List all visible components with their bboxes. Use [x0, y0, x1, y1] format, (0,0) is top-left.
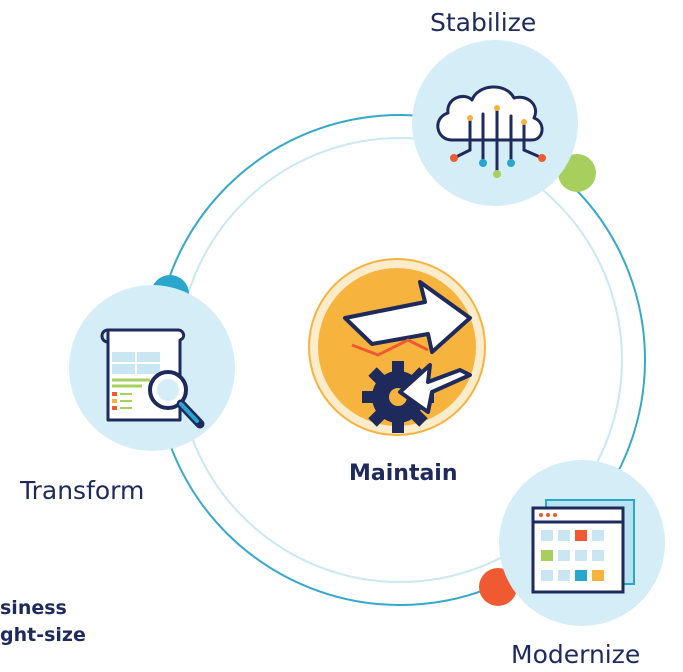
- green-dot: [558, 154, 596, 192]
- stabilize-label: Stabilize: [430, 8, 537, 37]
- cloud-network-icon: [436, 85, 544, 174]
- calendar-grid-icon: [531, 499, 635, 594]
- gear-arrows-icon: [343, 280, 472, 433]
- document-magnifier-icon: [100, 328, 205, 429]
- modernize-label: Modernize: [511, 640, 641, 669]
- modernize-node: [499, 460, 665, 626]
- transform-node: [69, 285, 235, 451]
- partial-caption-text: siness ght-size: [0, 597, 86, 646]
- center-hub: [308, 258, 486, 436]
- transform-label: Transform: [20, 476, 145, 505]
- maintain-label: Maintain: [349, 461, 458, 486]
- stabilize-node: [412, 40, 578, 206]
